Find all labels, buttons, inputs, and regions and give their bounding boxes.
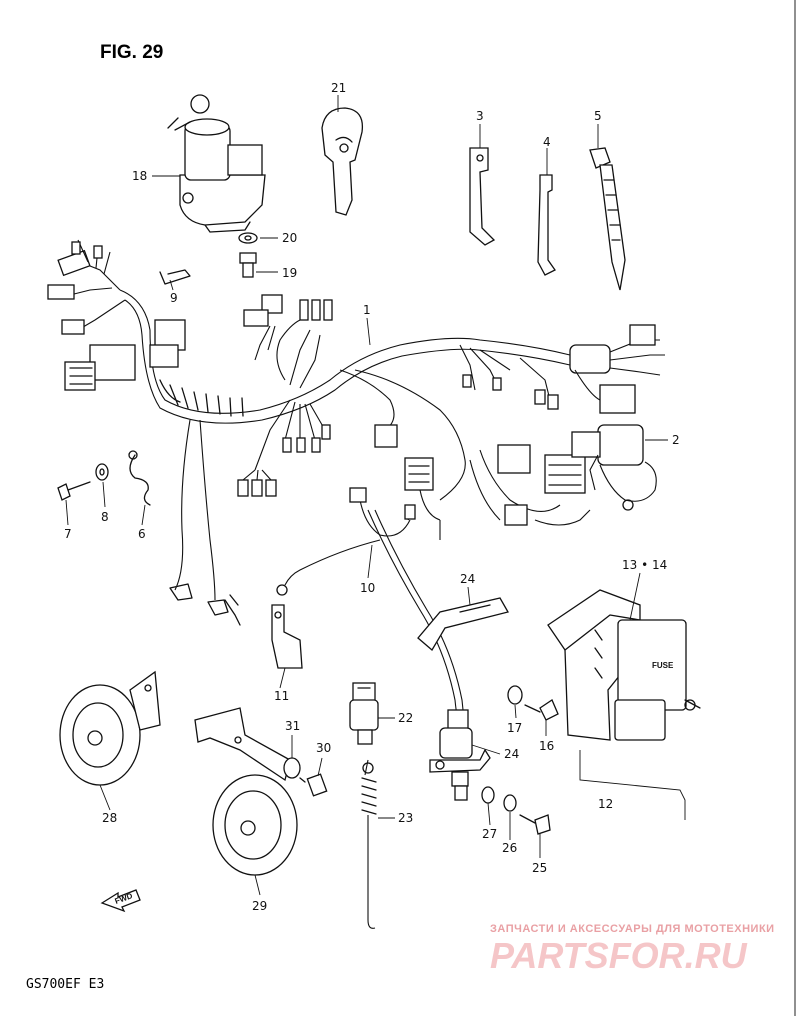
forward-arrow-icon: FWD — [100, 889, 141, 913]
clamp-4 — [537, 174, 556, 276]
callout-26: 26 — [502, 841, 517, 855]
spring-22 — [361, 759, 377, 929]
callout-18: 19 — [282, 266, 297, 280]
callout-21: 22 — [398, 711, 413, 725]
callout-13-14: 13 • 14 — [622, 558, 667, 572]
switch-21 — [349, 682, 379, 745]
watermark-logo: PARTSFOR.RU — [490, 935, 748, 976]
callout-29: 29 — [252, 899, 267, 913]
callout-11: 11 — [274, 689, 289, 703]
callout-15: 16 — [539, 739, 554, 753]
callout-23: 24 — [504, 747, 519, 761]
callout-27: 27 — [482, 827, 497, 841]
horn-29 — [194, 707, 298, 876]
regulator-fuse-box: FUSE — [547, 589, 701, 820]
callout-28: 28 — [102, 811, 117, 825]
watermark-subtitle: ЗАПЧАСТИ И АКСЕССУАРЫ ДЛЯ МОТОТЕХНИКИ — [490, 923, 775, 935]
callout-20: 21 — [331, 81, 346, 95]
horn-28 — [59, 670, 161, 786]
model-code: GS700EF E3 — [26, 977, 104, 992]
screw-25 — [519, 814, 551, 835]
clamp-11 — [271, 604, 303, 669]
ignition-key — [321, 107, 364, 216]
washer-27 — [481, 786, 495, 804]
bolt-18 — [239, 252, 257, 278]
fuse-label: FUSE — [652, 661, 674, 670]
sensor-cable-23 — [367, 509, 491, 801]
callout-4: 4 — [543, 135, 551, 149]
callout-10: 10 — [360, 581, 375, 595]
washer-16 — [507, 685, 523, 705]
spring-clip-6 — [128, 450, 151, 506]
washer-8 — [95, 463, 109, 481]
callout-8: 8 — [101, 510, 109, 524]
watermark: ЗАПЧАСТИ И АКСЕССУАРЫ ДЛЯ МОТОТЕХНИКИ PA… — [490, 923, 775, 976]
callout-12: 12 — [598, 797, 613, 811]
leader-lines — [65, 95, 668, 896]
clip-9 — [159, 269, 191, 285]
bolt-30 — [299, 773, 328, 797]
callout-1: 1 — [363, 303, 371, 317]
screw-7 — [57, 481, 91, 501]
bracket-24 — [417, 597, 509, 651]
callout-16: 17 — [507, 721, 522, 735]
clamp-3 — [469, 147, 496, 246]
callout-2: 2 — [672, 433, 680, 447]
callout-17: 18 — [132, 169, 147, 183]
callout-25: 25 — [532, 861, 547, 875]
callout-6: 6 — [138, 527, 146, 541]
main-wiring-harness — [47, 239, 665, 626]
callout-30: 30 — [316, 741, 331, 755]
callout-7: 7 — [64, 527, 72, 541]
callout-5: 5 — [594, 109, 602, 123]
washer-26 — [503, 794, 517, 812]
callout-3: 3 — [476, 109, 484, 123]
callout-24: 24 — [460, 572, 475, 586]
washer-19 — [238, 232, 258, 244]
callout-22: 23 — [398, 811, 413, 825]
callout-labels: 21 3 4 5 18 20 19 9 1 2 6 8 7 10 24 13 •… — [64, 81, 680, 913]
screw-15 — [524, 699, 559, 721]
relay-2 — [571, 424, 657, 511]
cable-tie-5 — [589, 147, 626, 291]
callout-31: 31 — [285, 719, 300, 733]
callout-9: 9 — [170, 291, 178, 305]
callout-19: 20 — [282, 231, 297, 245]
figure-title: FIG. 29 — [100, 42, 163, 63]
wire-lead-10 — [276, 487, 416, 596]
ignition-switch — [167, 94, 266, 233]
washer-31 — [283, 757, 301, 779]
